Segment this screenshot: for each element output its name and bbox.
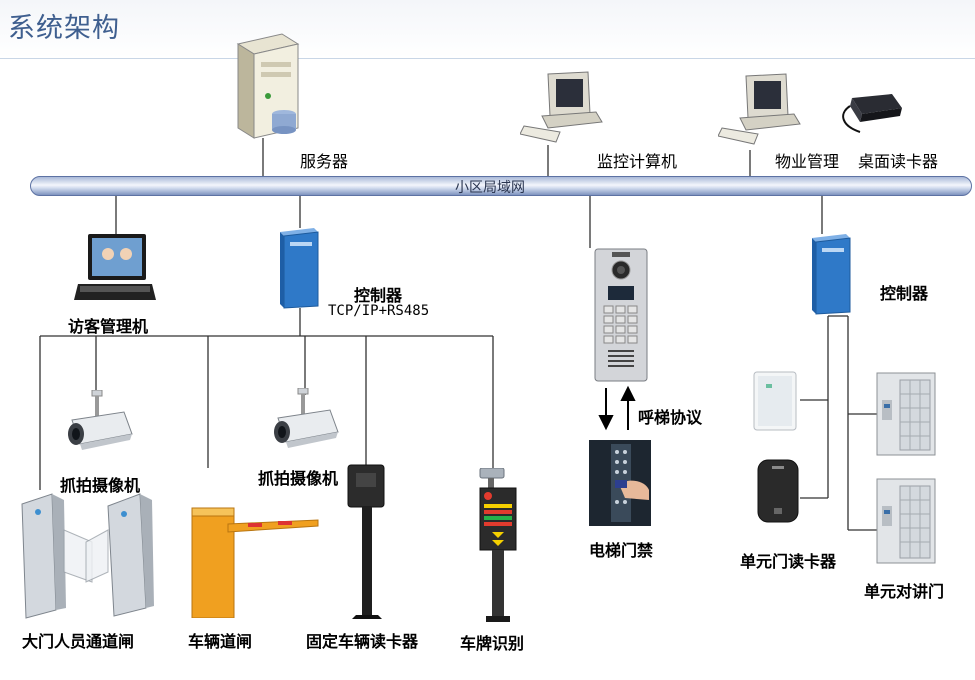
camera-right-label: 抓拍摄像机 (258, 469, 339, 488)
controller-left-label: 控制器 (354, 286, 403, 305)
camera-left-icon (68, 390, 133, 450)
property-pc-icon (718, 73, 801, 145)
desktop-reader-icon (842, 94, 902, 133)
plate-recognition-icon (479, 468, 517, 622)
unit-intercom-label: 单元对讲门 (864, 582, 945, 601)
controller-left-icon (280, 228, 319, 309)
fixed-reader-icon (347, 464, 385, 619)
turnstile-gate-icon (21, 493, 154, 619)
controller-right-icon (812, 234, 851, 315)
intercom-door-bottom-icon (876, 478, 936, 564)
camera-left-label: 抓拍摄像机 (60, 476, 141, 495)
desktop-reader-label: 桌面读卡器 (858, 152, 939, 171)
unit-card-reader-label: 单元门读卡器 (740, 552, 837, 571)
plate-recognition-label: 车牌识别 (460, 634, 525, 653)
vehicle-barrier-label: 车辆道闸 (188, 632, 253, 651)
turnstile-gate-label: 大门人员通道闸 (22, 632, 135, 651)
visitor-machine-label: 访客管理机 (68, 317, 149, 336)
fixed-reader-label: 固定车辆读卡器 (306, 632, 419, 651)
camera-right-icon (274, 388, 339, 448)
controller-right-label: 控制器 (880, 284, 929, 303)
monitor-pc-label: 监控计算机 (597, 152, 678, 171)
property-mgmt-label: 物业管理 (775, 152, 840, 171)
monitor-pc-icon (520, 71, 603, 143)
visitor-machine-icon (74, 234, 156, 300)
server-label: 服务器 (300, 152, 349, 171)
elevator-access-image (589, 440, 651, 526)
server-icon (236, 33, 300, 139)
elevator-protocol-label: 呼梯协议 (638, 408, 703, 427)
network-bus-label: 小区局域网 (455, 180, 525, 196)
door-station-icon (594, 248, 648, 382)
intercom-door-top-icon (876, 372, 936, 456)
title-bar (0, 0, 975, 59)
vehicle-barrier-icon (191, 507, 319, 618)
elevator-access-label: 电梯门禁 (589, 541, 654, 560)
controller-protocol-label: TCP/IP+RS485 (328, 303, 430, 319)
page-title: 系统架构 (8, 13, 120, 44)
unit-reader-white-icon (753, 371, 797, 431)
network-bus (30, 176, 972, 196)
unit-reader-black-icon (757, 459, 799, 523)
